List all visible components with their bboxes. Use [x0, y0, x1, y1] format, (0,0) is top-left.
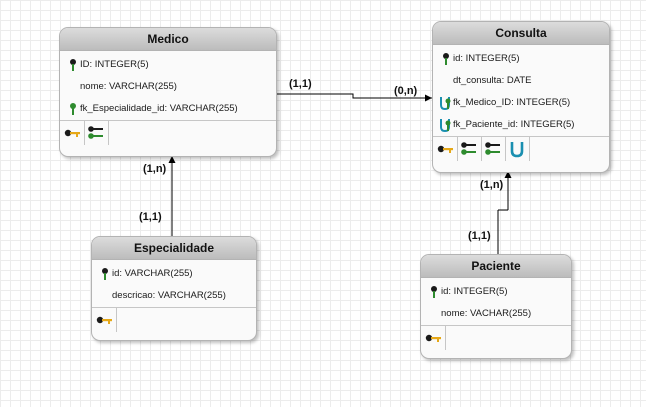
entity-title: Medico — [60, 28, 276, 51]
primary-key-icon — [437, 145, 453, 153]
attribute-label: id: INTEGER(5) — [453, 53, 520, 64]
attribute-row[interactable]: descricao: VARCHAR(255) — [92, 285, 256, 307]
attribute-row[interactable]: id: VARCHAR(255) — [92, 263, 256, 285]
attribute-row[interactable]: fk_Medico_ID: INTEGER(5) — [433, 92, 609, 114]
attribute-label: fk_Especialidade_id: VARCHAR(255) — [80, 103, 238, 114]
attribute-row[interactable]: nome: VACHAR(255) — [421, 303, 571, 325]
foreign-key-icon — [70, 103, 76, 115]
add-foreign-key-button[interactable] — [483, 139, 503, 159]
attribute-row[interactable]: id: INTEGER(5) — [421, 281, 571, 303]
entity-paciente[interactable]: Paciente id: INTEGER(5) nome: VACHAR(255… — [420, 254, 572, 359]
unique-foreign-key-icon — [440, 119, 451, 132]
cardinality-label: (1,n) — [143, 163, 167, 175]
primary-key-icon — [64, 129, 80, 137]
entity-especialidade[interactable]: Especialidade id: VARCHAR(255) descricao… — [91, 236, 257, 341]
cardinality-label: (1,1) — [468, 230, 491, 242]
primary-key-icon — [431, 286, 437, 298]
attribute-list: id: VARCHAR(255) descricao: VARCHAR(255) — [92, 260, 256, 308]
unique-foreign-key-icon — [440, 97, 451, 110]
attribute-label: fk_Paciente_id: INTEGER(5) — [453, 119, 575, 130]
attribute-row[interactable]: fk_Especialidade_id: VARCHAR(255) — [60, 98, 276, 120]
entity-toolbar — [60, 121, 276, 145]
entity-medico[interactable]: Medico ID: INTEGER(5) nome: VARCHAR(255)… — [59, 27, 277, 157]
attribute-label: fk_Medico_ID: INTEGER(5) — [453, 97, 571, 108]
attribute-list: id: INTEGER(5) nome: VACHAR(255) — [421, 278, 571, 326]
foreign-key-icon — [88, 126, 103, 139]
add-primary-key-button[interactable] — [62, 123, 82, 143]
attribute-list: id: INTEGER(5) dt_consulta: DATE fk_Medi… — [433, 45, 609, 137]
cardinality-label: (1,n) — [480, 179, 504, 191]
attribute-row[interactable]: nome: VARCHAR(255) — [60, 76, 276, 98]
entity-title: Paciente — [421, 255, 571, 278]
entity-toolbar — [92, 308, 256, 332]
entity-toolbar — [421, 326, 571, 350]
attribute-row[interactable]: fk_Paciente_id: INTEGER(5) — [433, 114, 609, 136]
cardinality-label: (0,n) — [394, 85, 418, 97]
arrowhead — [504, 171, 512, 178]
primary-key-icon — [102, 268, 108, 280]
cardinality-label: (1,1) — [289, 78, 312, 90]
unique-icon — [510, 142, 524, 158]
attribute-label: nome: VARCHAR(255) — [80, 81, 177, 92]
add-unique-button[interactable] — [507, 139, 527, 159]
entity-toolbar — [433, 137, 609, 161]
attribute-row[interactable]: ID: INTEGER(5) — [60, 54, 276, 76]
cardinality-label: (1,1) — [139, 211, 162, 223]
entity-title: Consulta — [433, 22, 609, 45]
primary-key-icon — [70, 59, 76, 71]
add-primary-key-button[interactable] — [423, 328, 443, 348]
arrowhead — [168, 156, 176, 163]
arrowhead — [425, 94, 432, 102]
primary-key-icon — [96, 316, 112, 324]
add-foreign-key-button[interactable] — [459, 139, 479, 159]
attribute-label: descricao: VARCHAR(255) — [112, 290, 226, 301]
add-primary-key-button[interactable] — [94, 310, 114, 330]
attribute-label: nome: VACHAR(255) — [441, 308, 532, 319]
attribute-row[interactable]: dt_consulta: DATE — [433, 70, 609, 92]
attribute-row[interactable]: id: INTEGER(5) — [433, 48, 609, 70]
attribute-label: dt_consulta: DATE — [453, 75, 532, 86]
attribute-label: id: VARCHAR(255) — [112, 268, 193, 279]
relationship-line-medico-consulta — [276, 93, 432, 99]
attribute-label: id: INTEGER(5) — [441, 286, 508, 297]
attribute-list: ID: INTEGER(5) nome: VARCHAR(255) fk_Esp… — [60, 51, 276, 121]
foreign-key-icon — [485, 142, 500, 155]
entity-title: Especialidade — [92, 237, 256, 260]
primary-key-icon — [443, 53, 449, 65]
foreign-key-icon — [461, 142, 476, 155]
add-primary-key-button[interactable] — [435, 139, 455, 159]
entity-consulta[interactable]: Consulta id: INTEGER(5) dt_consulta: DAT… — [432, 21, 610, 173]
add-foreign-key-button[interactable] — [86, 123, 106, 143]
attribute-label: ID: INTEGER(5) — [80, 59, 149, 70]
primary-key-icon — [425, 334, 441, 342]
